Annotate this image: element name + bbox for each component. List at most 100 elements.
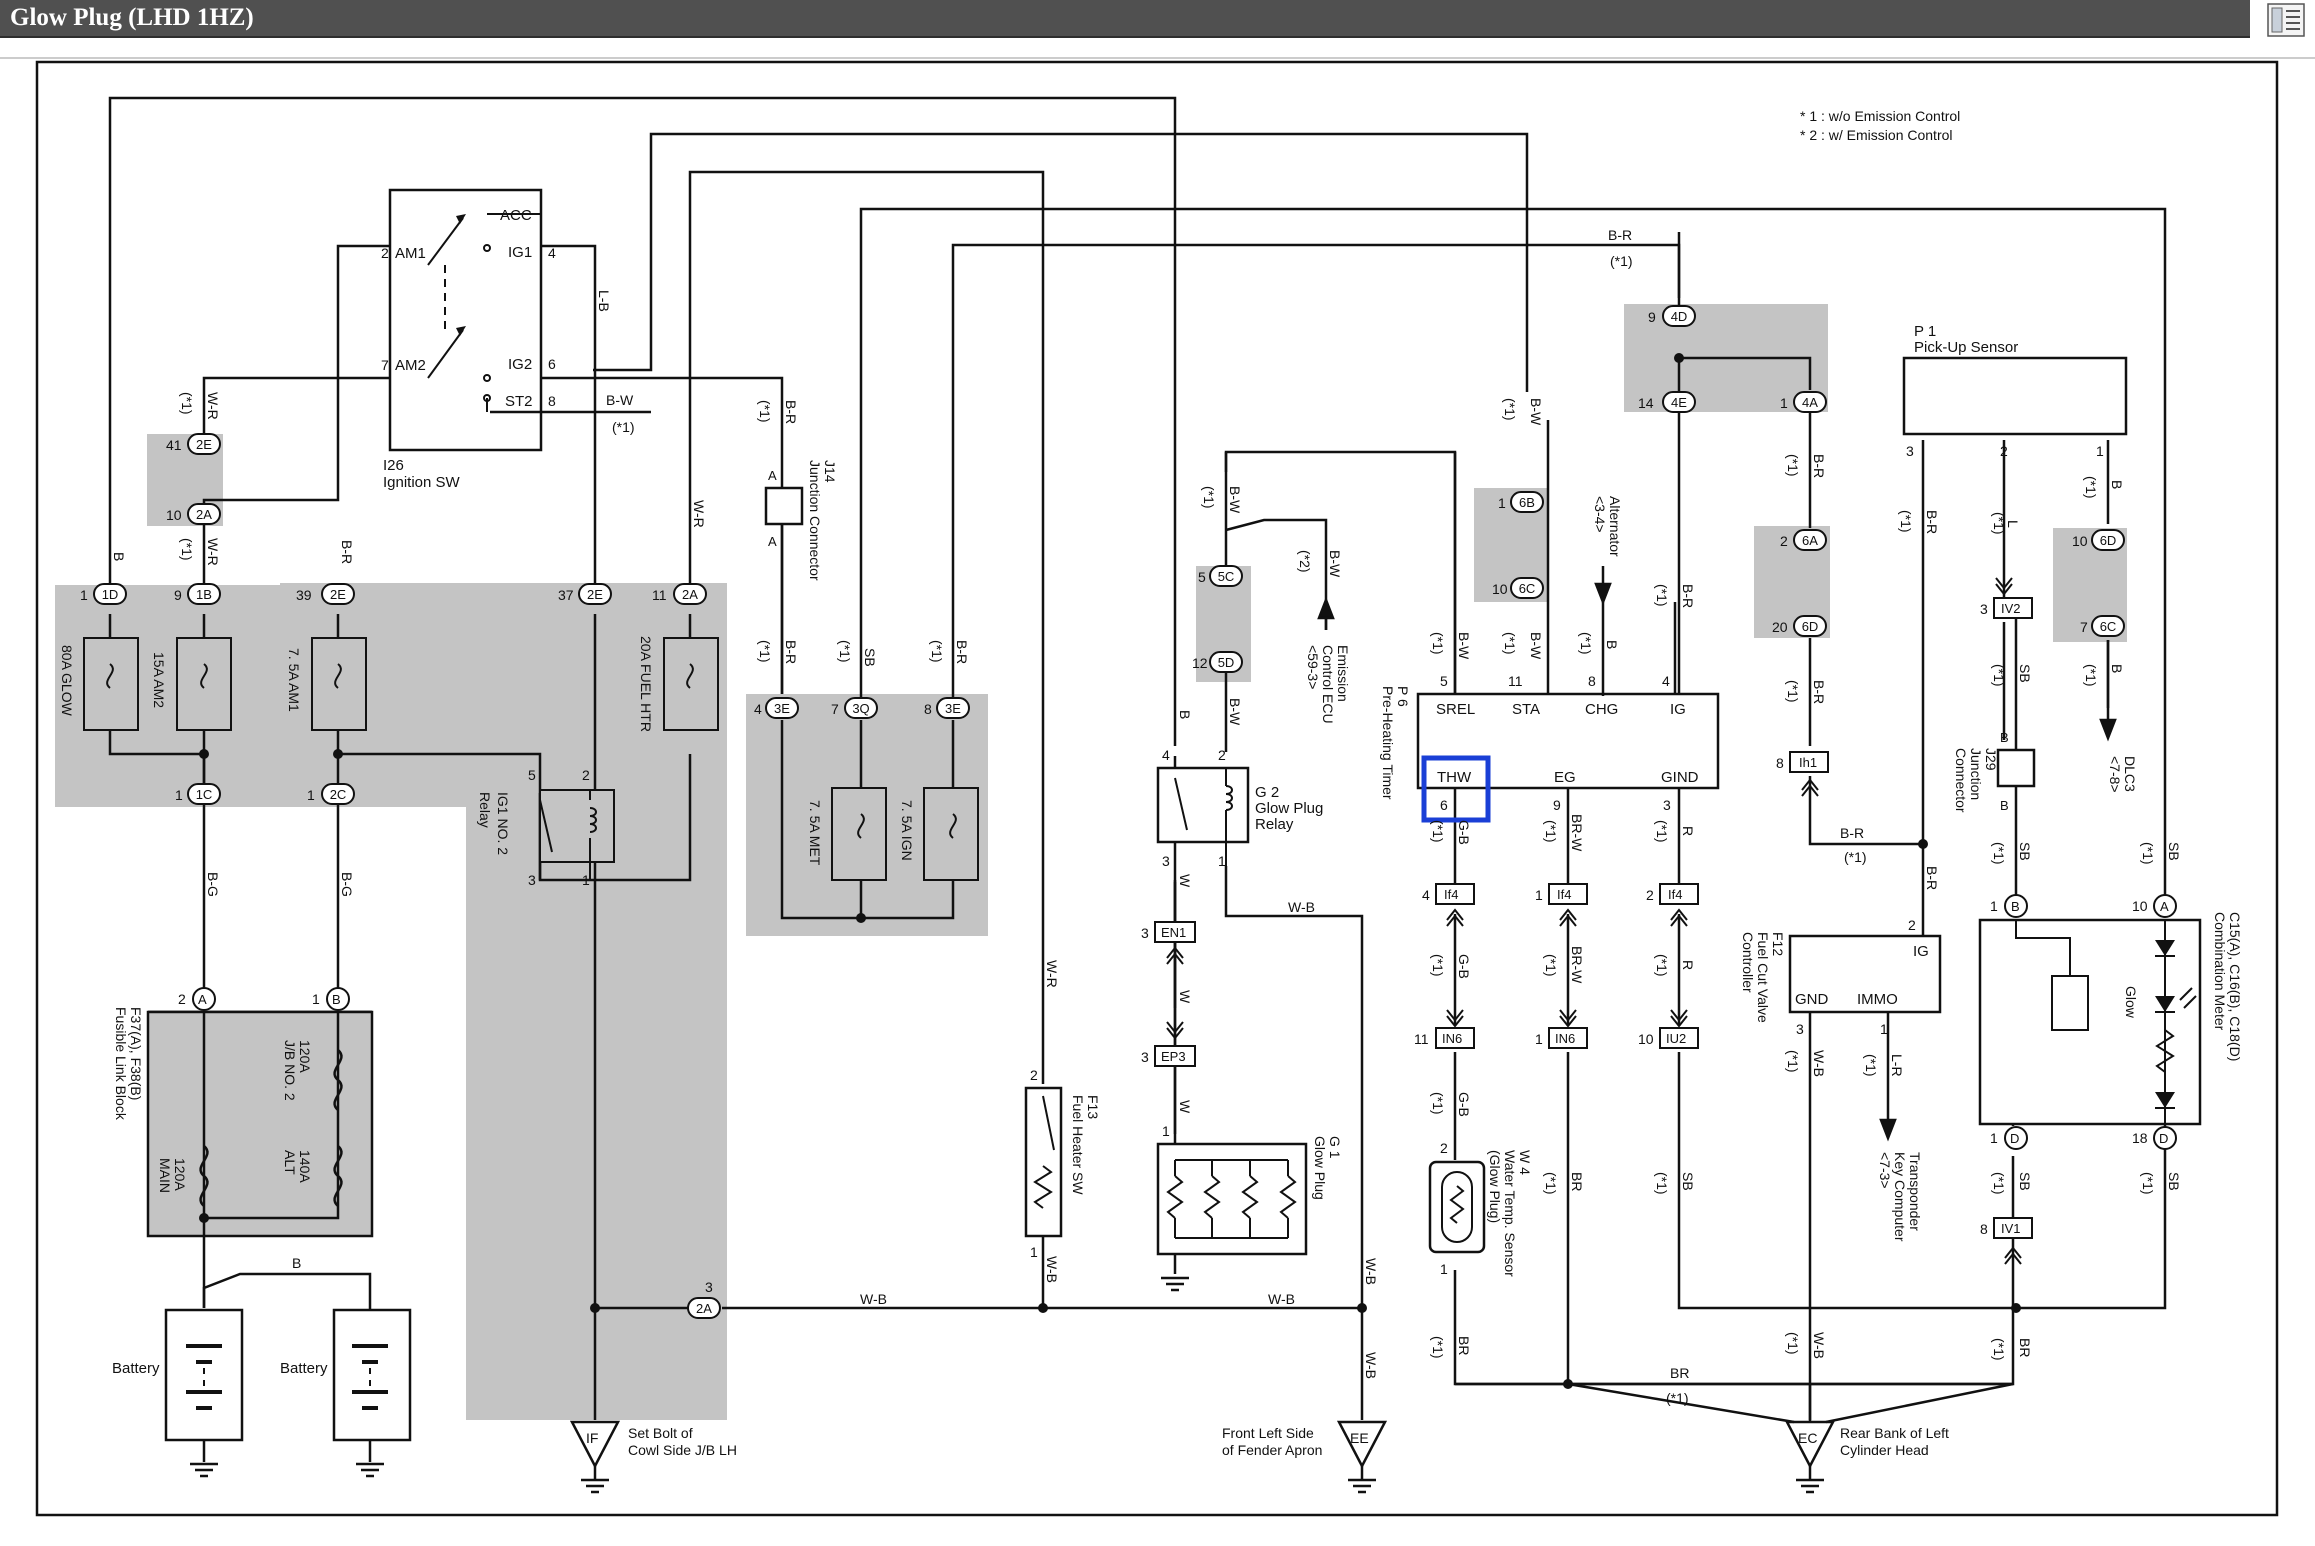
- wire-sb-1: SB: [862, 648, 878, 667]
- svg-text:5: 5: [1198, 569, 1206, 585]
- conn-2a-top: 2A: [196, 507, 212, 522]
- ignition-sw-label: Ignition SW: [383, 474, 461, 491]
- fl-120a-jb: 120A: [297, 1040, 313, 1073]
- note-24: (*1): [1785, 454, 1801, 477]
- fl-120a-main: 120A: [172, 1158, 188, 1191]
- wire-l: L: [2005, 520, 2021, 528]
- fl-alt: ALT: [282, 1150, 298, 1175]
- w4-id: W 4: [1517, 1150, 1533, 1175]
- svg-text:2: 2: [582, 767, 590, 783]
- wire-wr-3: W-R: [691, 500, 707, 528]
- svg-text:4: 4: [548, 245, 556, 261]
- wire-b-4: B: [2109, 480, 2125, 489]
- conn-2a-center: 2A: [682, 587, 698, 602]
- note-20: (*1): [1543, 1172, 1559, 1195]
- svg-text:1: 1: [80, 587, 88, 603]
- wire-labels: W-R W-R B B-R L-B W-R B-W (*1) B-R B-R S…: [111, 227, 2182, 1406]
- fuse-ign-label: 7. 5A IGN: [899, 800, 915, 861]
- wire-wb-8: W-B: [1811, 1332, 1827, 1359]
- battery-left-label: Battery: [112, 1360, 160, 1377]
- svg-text:20: 20: [1772, 619, 1788, 635]
- meter-label: Combination Meter: [2212, 912, 2228, 1031]
- g2-id: G 2: [1255, 784, 1279, 801]
- fuse-80a-label: 80A GLOW: [59, 645, 75, 717]
- note-38: (*1): [2140, 1172, 2156, 1195]
- note-16: (*1): [1430, 1092, 1446, 1115]
- ground-if-id: IF: [586, 1430, 598, 1446]
- wire-b-1: B: [111, 552, 127, 561]
- wire-wb-1: W-B: [860, 1291, 887, 1307]
- wire-lr: L-R: [1889, 1054, 1905, 1077]
- wire-wb-6: W-B: [1363, 1352, 1379, 1379]
- fl-main: MAIN: [157, 1158, 173, 1193]
- f12-id: F12: [1770, 932, 1786, 956]
- note-37: (*1): [1991, 1338, 2007, 1361]
- wire-gb-1: G-B: [1456, 820, 1472, 845]
- note-5: (*1): [837, 640, 853, 663]
- svg-text:2: 2: [1030, 1067, 1038, 1083]
- meter-conn-a: A: [2160, 899, 2169, 914]
- wire-w-1: W: [1177, 874, 1193, 888]
- conn-en1: EN1: [1161, 925, 1186, 940]
- svg-text:8: 8: [1588, 673, 1596, 689]
- note-19: (*1): [1543, 954, 1559, 977]
- fc-term-ig: IG: [1913, 943, 1929, 960]
- svg-text:9: 9: [174, 587, 182, 603]
- svg-text:2: 2: [178, 991, 186, 1007]
- thw-highlight[interactable]: [1421, 755, 1491, 823]
- conn-6d-right: 6D: [2100, 533, 2117, 548]
- svg-text:5: 5: [528, 767, 536, 783]
- wire-br-9: B-R: [1840, 825, 1864, 841]
- note-33: (*1): [1785, 1050, 1801, 1073]
- svg-text:12: 12: [1192, 655, 1208, 671]
- ground-ec-label1: Rear Bank of Left: [1840, 1425, 1949, 1441]
- wire-br-11: B-R: [1924, 866, 1940, 890]
- conn-1c: 1C: [196, 787, 213, 802]
- term-chg: CHG: [1585, 701, 1618, 718]
- wire-r-2: R: [1680, 960, 1696, 970]
- svg-text:14: 14: [1638, 395, 1654, 411]
- j14-label: Junction Connector: [807, 460, 823, 581]
- ground-if: [569, 1420, 621, 1469]
- document-icon[interactable]: [2262, 0, 2312, 42]
- ground-ee-label2: of Fender Apron: [1222, 1442, 1322, 1458]
- svg-text:8: 8: [548, 393, 556, 409]
- ignition-sw-id: I26: [383, 457, 404, 474]
- wire-br-3: B-R: [783, 640, 799, 664]
- wire-br-5: B-R: [1680, 584, 1696, 608]
- p1-label: Pick-Up Sensor: [1914, 339, 2018, 356]
- note-23: (*1): [1654, 1172, 1670, 1195]
- fuse-15a-label: 15A AM2: [151, 652, 167, 708]
- glow-plug: [1156, 1142, 1308, 1256]
- alternator-ref: <3-4>: [1592, 496, 1608, 533]
- fuse-block-center: [280, 583, 727, 1420]
- conn-6a: 6A: [1802, 533, 1818, 548]
- meter-conn-d-left: D: [2010, 1131, 2019, 1146]
- transponder-label: Transponder: [1907, 1152, 1923, 1231]
- note-30: (*1): [2083, 476, 2099, 499]
- svg-text:2: 2: [1646, 887, 1654, 903]
- note-17: (*1): [1430, 1336, 1446, 1359]
- note-31: (*1): [2083, 664, 2099, 687]
- wire-sb-2: SB: [1680, 1172, 1696, 1191]
- legend-note-2: * 2 : w/ Emission Control: [1800, 127, 1953, 143]
- svg-text:2: 2: [1440, 1140, 1448, 1156]
- f13-label: Fuel Heater SW: [1070, 1095, 1086, 1195]
- p6-id: P 6: [1395, 686, 1411, 707]
- conn-2e-left: 2E: [330, 587, 346, 602]
- note-7: (*1): [1201, 486, 1217, 509]
- ig2-label: IG2: [508, 356, 532, 373]
- ig1-relay-label: IG1 NO. 2: [495, 792, 511, 855]
- battery-right-label: Battery: [280, 1360, 328, 1377]
- svg-text:1: 1: [1780, 395, 1788, 411]
- conn-2e-center: 2E: [587, 587, 603, 602]
- conn-iu2: IU2: [1666, 1031, 1686, 1046]
- note-2: (*1): [179, 538, 195, 561]
- pick-up-sensor: [1902, 356, 2128, 436]
- fuel-heater-switch: [1024, 1086, 1063, 1238]
- wire-br-bottom: BR: [1670, 1365, 1689, 1381]
- svg-text:A: A: [768, 534, 777, 549]
- wire-brw-1: BR-W: [1569, 814, 1585, 852]
- svg-text:8: 8: [1980, 1221, 1988, 1237]
